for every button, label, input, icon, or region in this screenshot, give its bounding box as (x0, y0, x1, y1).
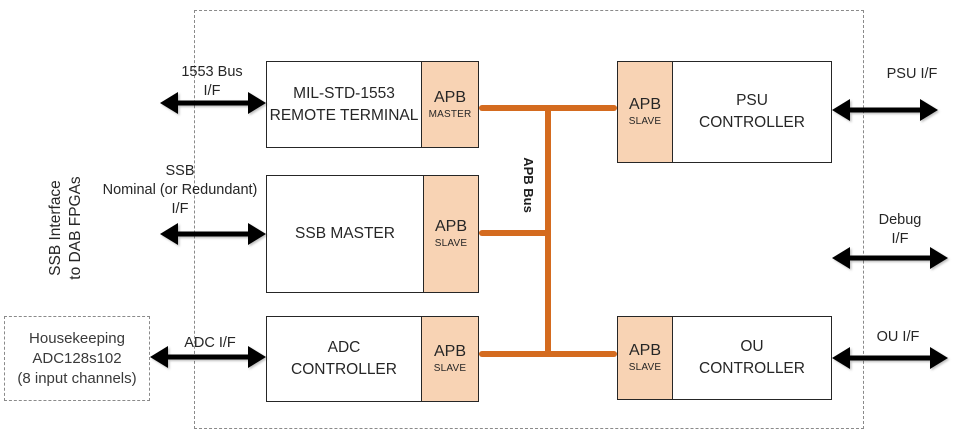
label-line: ADC I/F (184, 335, 236, 351)
block-title-line: MIL-STD-1553 (293, 84, 395, 102)
label-line: 1553 Bus (181, 64, 243, 80)
block-psu-controller: APB SLAVE PSU CONTROLLER (617, 61, 832, 163)
double-arrow-adc (150, 346, 266, 368)
double-arrow-ssb (160, 223, 266, 245)
housekeeping-line-1: Housekeeping (29, 329, 125, 347)
apb-slave-port: APB SLAVE (421, 317, 478, 401)
block-title-line: CONTROLLER (291, 361, 397, 378)
double-arrow-psu (832, 99, 938, 121)
apb-port-title: APB (433, 88, 466, 106)
block-adc-controller-title: ADC CONTROLLER (267, 317, 421, 401)
block-title-line: OU (740, 338, 764, 355)
label-line: I/F (203, 83, 221, 99)
block-ssb-master: SSB MASTER APB SLAVE (266, 175, 479, 293)
block-title-line: ADC (327, 339, 361, 356)
label-line: I/F (171, 201, 189, 217)
apb-port-title: APB (628, 342, 661, 359)
block-ou-controller: APB SLAVE OU CONTROLLER (617, 316, 832, 400)
block-psu-controller-title: PSU CONTROLLER (673, 62, 831, 162)
label-line: Debug (878, 212, 922, 228)
apb-port-role: SLAVE (433, 363, 467, 374)
housekeeping-line-2: ADC128s102 (32, 349, 122, 367)
apb-bus (479, 105, 617, 357)
label-psu-if: PSU I/F (862, 65, 962, 84)
apb-port-title: APB (628, 96, 661, 113)
apb-port-role: SLAVE (628, 116, 662, 127)
double-arrow-ou (832, 347, 948, 369)
apb-port-title: APB (434, 218, 467, 235)
block-adc-controller: ADC CONTROLLER APB SLAVE (266, 316, 479, 402)
block-remote-terminal: MIL-STD-1553 REMOTE TERMINAL APB MASTER (266, 61, 479, 148)
block-remote-terminal-title: MIL-STD-1553 REMOTE TERMINAL (267, 62, 421, 147)
label-line: PSU I/F (886, 66, 938, 82)
label-line: Nominal (or Redundant) (102, 182, 258, 198)
apb-port-title: APB (433, 343, 466, 360)
label-adc-if: ADC I/F (160, 334, 260, 353)
label-1553-if: 1553 Bus I/F (160, 63, 264, 101)
label-line: SSB (165, 163, 195, 179)
label-ou-if: OU I/F (858, 328, 938, 347)
double-arrow-debug (832, 247, 948, 269)
label-debug-if: Debug I/F (860, 211, 940, 249)
apb-port-role: MASTER (428, 108, 472, 120)
fpga-boundary (194, 10, 864, 429)
double-arrow-1553 (160, 92, 266, 114)
apb-slave-port: APB SLAVE (618, 317, 673, 399)
block-title-line: CONTROLLER (699, 360, 805, 377)
block-title-line: REMOTE TERMINAL (269, 106, 419, 124)
label-ssb-if: SSB Nominal (or Redundant) I/F (85, 162, 275, 219)
block-ssb-master-title: SSB MASTER (267, 176, 423, 292)
apb-slave-port: APB SLAVE (423, 176, 478, 292)
block-ou-controller-title: OU CONTROLLER (673, 317, 831, 399)
label-line: I/F (891, 231, 909, 247)
block-title-line: CONTROLLER (699, 114, 805, 131)
apb-port-role: SLAVE (628, 362, 662, 373)
label-line: OU I/F (876, 329, 920, 345)
apb-bus-label: APB Bus (521, 157, 536, 213)
block-title-line: SSB MASTER (295, 225, 395, 242)
block-title-line: PSU (736, 92, 768, 109)
housekeeping-line-3: (8 input channels) (17, 369, 137, 387)
apb-slave-port: APB SLAVE (618, 62, 673, 162)
apb-master-port: APB MASTER (421, 62, 478, 147)
housekeeping-adc-box: Housekeeping ADC128s102 (8 input channel… (4, 316, 150, 401)
apb-port-role: SLAVE (434, 238, 468, 249)
